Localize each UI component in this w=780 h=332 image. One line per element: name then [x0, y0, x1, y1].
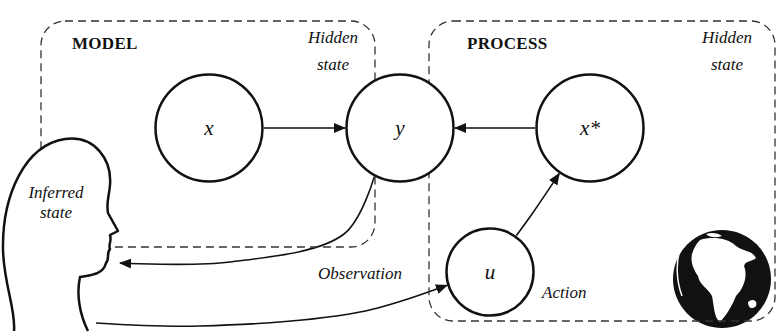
- state-symbol: u: [445, 227, 535, 317]
- state-symbol: y: [345, 73, 455, 183]
- connector-arrow: [455, 127, 535, 129]
- continent-shape: [691, 238, 756, 322]
- region-box: PROCESS Hidden state x*u: [428, 20, 776, 322]
- continent-shape: [706, 233, 722, 237]
- dashed-border: [429, 21, 775, 321]
- connector-arrow: [516, 174, 559, 236]
- state-circle: x: [154, 73, 264, 183]
- edge-label: Observation: [316, 264, 404, 284]
- region-title: MODEL: [72, 34, 138, 54]
- state-symbol: x: [154, 73, 264, 183]
- globe-shading: [677, 250, 682, 296]
- state-circle: u: [445, 227, 535, 317]
- head-silhouette: [3, 139, 118, 331]
- connector-arrow: [264, 127, 345, 129]
- island-shape: [748, 300, 756, 308]
- state-circle: y: [345, 73, 455, 183]
- head-figure: Inferred state: [0, 135, 122, 332]
- connector-arrow: [120, 177, 374, 265]
- globe-body: [673, 230, 771, 328]
- head-outline: [0, 135, 122, 332]
- edge-label: Action: [540, 283, 588, 303]
- region-note: Hidden state: [694, 24, 760, 78]
- connector-arrow: [96, 285, 447, 326]
- region-title: PROCESS: [467, 34, 548, 54]
- state-circle: x*: [535, 73, 645, 183]
- head-text: Inferred state: [14, 183, 98, 224]
- state-symbol: x*: [535, 73, 645, 183]
- region-note: Hidden state: [300, 24, 366, 78]
